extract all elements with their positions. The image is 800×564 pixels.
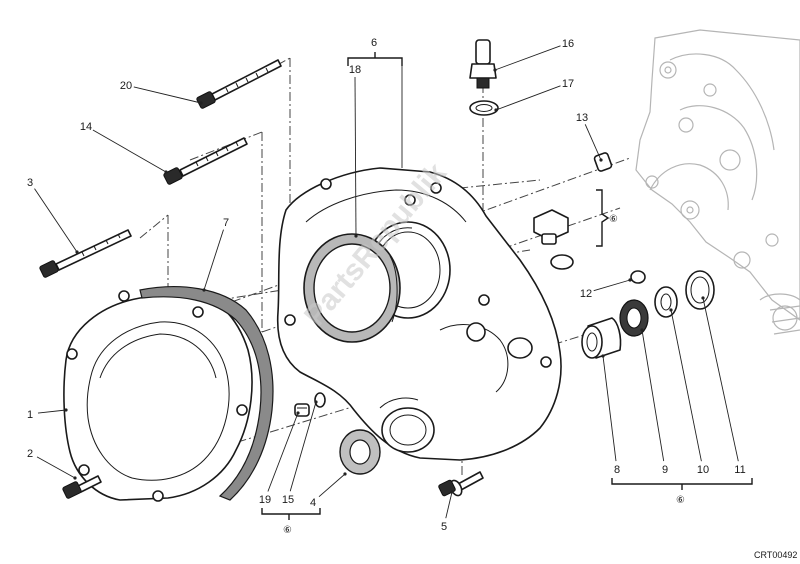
cover-gasket (139, 286, 274, 501)
leader-dot-16 (493, 68, 497, 72)
callout-18: 18 (349, 64, 361, 76)
leader-3 (34, 188, 78, 253)
leader-7 (203, 229, 224, 291)
callout-10: 10 (697, 464, 709, 476)
leader-dot-8 (601, 354, 605, 358)
bracket-parts-19-15 (261, 508, 321, 520)
leader-19 (267, 412, 299, 492)
long-bolt-3 (39, 229, 132, 278)
callout-1: 1 (27, 409, 33, 421)
callout-2: 2 (27, 448, 33, 460)
leader-17 (495, 85, 561, 111)
leader-dot-12 (628, 278, 632, 282)
dowel-13 (593, 152, 613, 172)
drawing-code: CRT00492 (754, 550, 797, 560)
callout-3: 3 (27, 177, 33, 189)
callout-14: 14 (80, 121, 92, 133)
leader-dot-4 (343, 472, 347, 476)
callout-12: 12 (580, 288, 592, 300)
callout-11: 11 (734, 464, 745, 476)
kit-mark-filler: ⑥ (609, 214, 618, 225)
callout-7: 7 (223, 217, 229, 229)
leader-2 (36, 456, 76, 479)
long-bolt-20 (196, 59, 282, 109)
leader-12 (593, 279, 631, 292)
leader-14 (92, 129, 167, 173)
leader-5 (445, 491, 453, 519)
leader-20 (133, 86, 202, 104)
leader-dot-3 (75, 250, 79, 254)
leader-9 (641, 329, 665, 462)
leader-dot-11 (701, 296, 705, 300)
circlip-11 (685, 270, 715, 310)
flange-bolt-5 (438, 471, 484, 497)
callout-9: 9 (662, 464, 668, 476)
leader-dot-2 (73, 476, 77, 480)
leader-15 (289, 401, 317, 492)
leader-4 (318, 473, 346, 498)
leader-dot-9 (640, 328, 644, 332)
callout-19: 19 (259, 494, 271, 506)
oil-seal-4 (339, 429, 381, 475)
callout-13: 13 (576, 112, 588, 124)
filler-plug (533, 209, 569, 245)
washer-15 (314, 392, 326, 408)
leader-dot-7 (202, 288, 206, 292)
small-o-ring-12 (630, 270, 646, 284)
bracket-part-6 (347, 52, 403, 66)
leader-13 (584, 124, 602, 161)
callout-15: 15 (282, 494, 294, 506)
callout-16: 16 (562, 38, 574, 50)
bearing-9 (619, 299, 649, 337)
leader-dot-1 (64, 408, 68, 412)
leader-dot-17 (494, 108, 498, 112)
leader-dot-14 (164, 170, 168, 174)
callout-leaders (34, 45, 739, 519)
leader-dot-15 (314, 400, 318, 404)
bracket-filler-group (596, 189, 610, 247)
clutch-cover (63, 290, 253, 502)
leader-dot-5 (450, 490, 454, 494)
callout-5: 5 (441, 521, 447, 533)
large-seal-ring (303, 233, 401, 343)
leader-dot-10 (669, 308, 673, 312)
leader-11 (702, 297, 739, 462)
washer-17 (469, 100, 499, 116)
callout-17: 17 (562, 78, 574, 90)
callout-4: 4 (310, 497, 316, 509)
leader-8 (602, 355, 617, 462)
callout-20: 20 (120, 80, 132, 92)
kit-mark-19-15: ⑥ (283, 525, 292, 536)
leader-dot-18 (354, 234, 358, 238)
leader-10 (670, 309, 702, 462)
callout-6: 6 (371, 37, 377, 49)
leader-dot-13 (599, 158, 603, 162)
shim-10 (654, 286, 678, 318)
kit-mark-8-11: ⑥ (676, 495, 685, 506)
bracket-parts-8-11 (611, 478, 753, 490)
bushing-8 (581, 317, 622, 359)
leader-16 (494, 45, 561, 71)
leader-18 (354, 76, 357, 237)
leader-dot-20 (199, 101, 203, 105)
sensor-16 (469, 39, 497, 89)
leader-1 (37, 409, 67, 414)
engine-case-outline (635, 29, 800, 335)
short-bolt-2 (62, 475, 102, 499)
leader-dot-19 (296, 411, 300, 415)
callout-8: 8 (614, 464, 620, 476)
long-bolt-14 (163, 137, 248, 185)
filler-o-ring (550, 254, 574, 270)
